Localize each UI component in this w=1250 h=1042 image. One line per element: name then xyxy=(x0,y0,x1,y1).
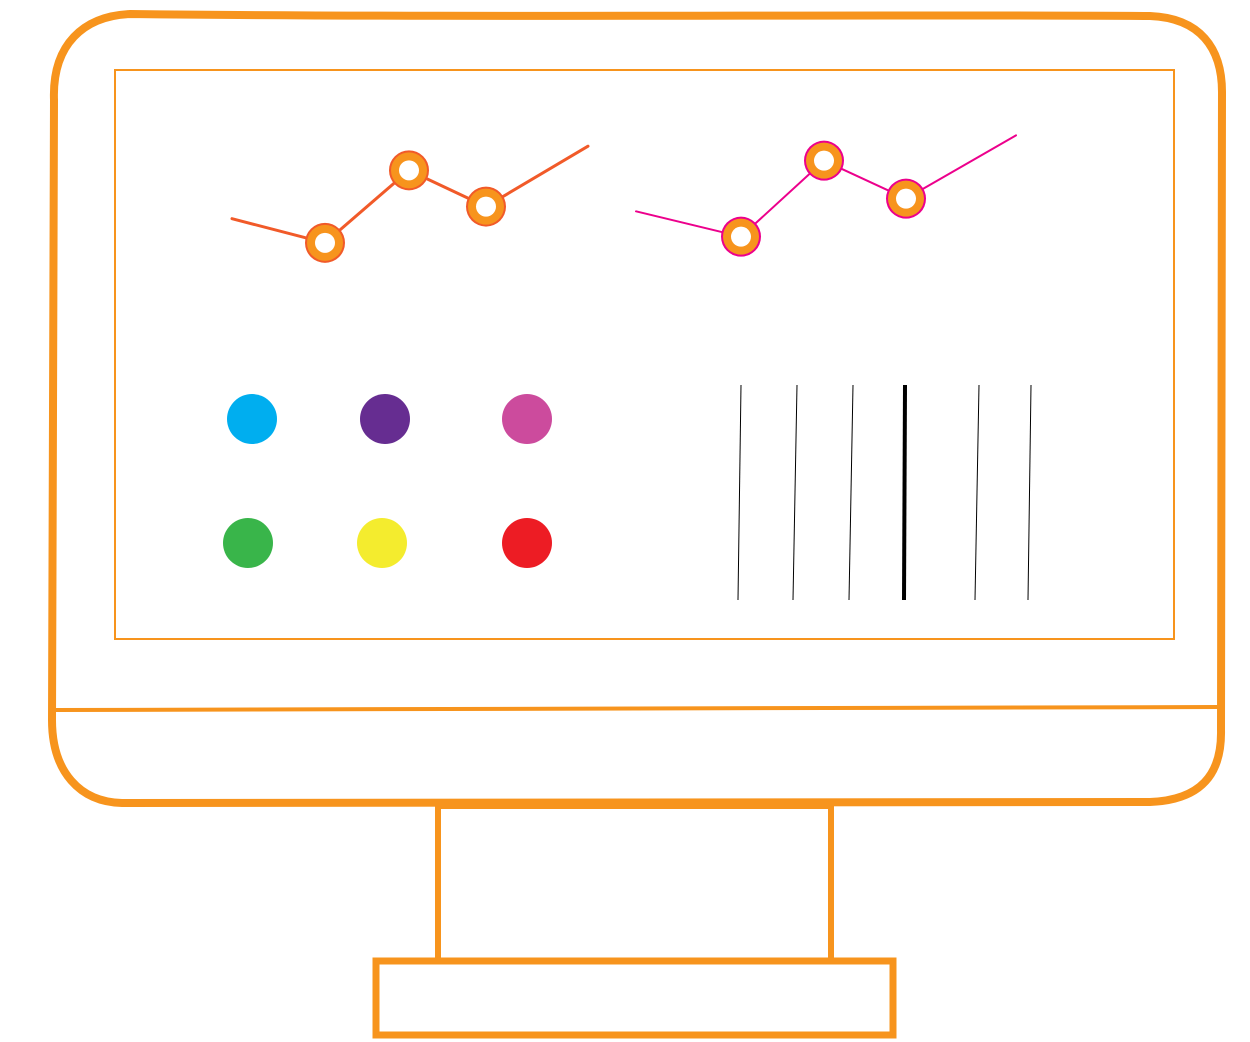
barcode-line xyxy=(737,384,742,601)
barcode-line xyxy=(974,384,980,601)
barcode-line xyxy=(848,384,854,601)
stand-neck xyxy=(435,803,834,964)
chart-markers xyxy=(721,140,926,257)
chart-point-center xyxy=(731,226,751,247)
barcode-line xyxy=(902,384,907,601)
monitor-frame xyxy=(48,10,1226,807)
palette-dot-purple xyxy=(360,394,410,444)
color-palette xyxy=(223,394,552,568)
chart-point-center xyxy=(814,150,834,171)
palette-dot-yellow xyxy=(357,518,407,568)
chart-markers xyxy=(305,150,506,263)
chart-point-center xyxy=(315,232,335,253)
line-chart-left xyxy=(230,144,590,263)
palette-dot-cyan xyxy=(227,394,277,444)
stand-base xyxy=(372,957,897,1039)
line-chart-right xyxy=(635,134,1017,257)
barcode-line xyxy=(1027,384,1032,601)
barcode-lines xyxy=(737,384,1032,601)
palette-dot-magenta xyxy=(502,394,552,444)
palette-dot-red xyxy=(502,518,552,568)
chart-point-center xyxy=(399,160,419,181)
chart-point-center xyxy=(896,188,916,209)
monitor-chin-divider xyxy=(54,704,1221,713)
barcode-line xyxy=(792,384,798,601)
palette-dot-green xyxy=(223,518,273,568)
screen-area xyxy=(114,69,1175,640)
chart-point-center xyxy=(476,196,496,217)
